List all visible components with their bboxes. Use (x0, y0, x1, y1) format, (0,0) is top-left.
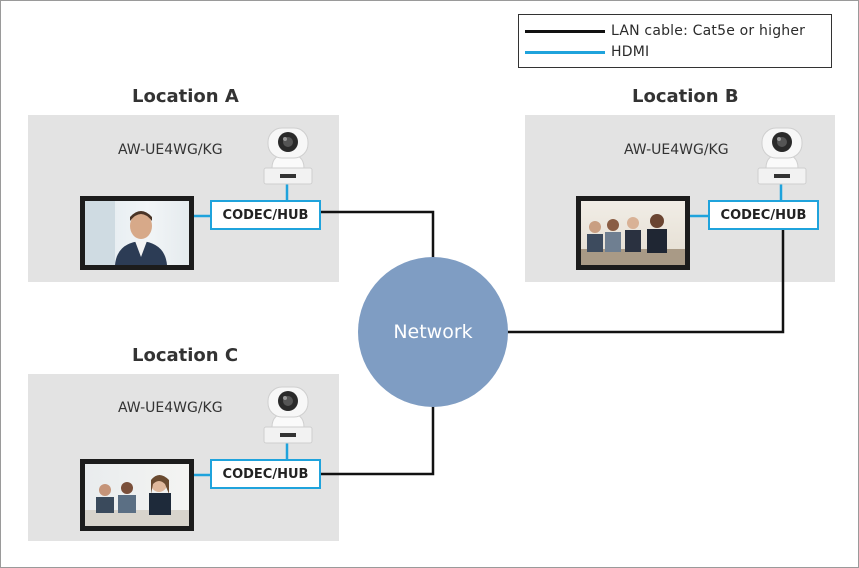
location-a-title: Location A (132, 86, 239, 107)
location-b-title: Location B (632, 86, 739, 107)
ptz-camera-icon (757, 127, 807, 185)
video-feed-b (581, 201, 685, 265)
location-b-model: AW-UE4WG/KG (624, 142, 729, 158)
hdmi-line-swatch (525, 50, 605, 54)
legend: LAN cable: Cat5e or higher HDMI (518, 14, 832, 68)
monitor-icon (576, 196, 690, 270)
monitor-icon (80, 196, 194, 270)
video-feed-a (85, 201, 189, 265)
group-meeting-icon (581, 214, 685, 265)
legend-lan: LAN cable: Cat5e or higher (525, 21, 805, 41)
location-b-codec-hub: CODEC/HUB (708, 200, 819, 230)
lan-line-b (505, 230, 785, 334)
lan-line-swatch (525, 29, 605, 33)
location-c-title: Location C (132, 345, 239, 366)
lan-line-a (321, 210, 435, 262)
ptz-camera-icon (263, 386, 313, 444)
location-c-model: AW-UE4WG/KG (118, 400, 223, 416)
person-icon (85, 201, 167, 265)
lan-line-c (321, 402, 435, 476)
ptz-camera-icon (263, 127, 313, 185)
monitor-icon (80, 459, 194, 531)
legend-lan-label: LAN cable: Cat5e or higher (611, 23, 806, 39)
location-a-model: AW-UE4WG/KG (118, 142, 223, 158)
group-meeting-icon (85, 475, 189, 526)
location-a-codec-hub: CODEC/HUB (210, 200, 321, 230)
network-cloud-icon: Network (358, 257, 508, 407)
video-feed-c (85, 464, 189, 526)
legend-hdmi-label: HDMI (611, 44, 650, 60)
location-c-codec-hub: CODEC/HUB (210, 459, 321, 489)
legend-hdmi: HDMI (525, 42, 649, 62)
network-label: Network (393, 321, 473, 343)
